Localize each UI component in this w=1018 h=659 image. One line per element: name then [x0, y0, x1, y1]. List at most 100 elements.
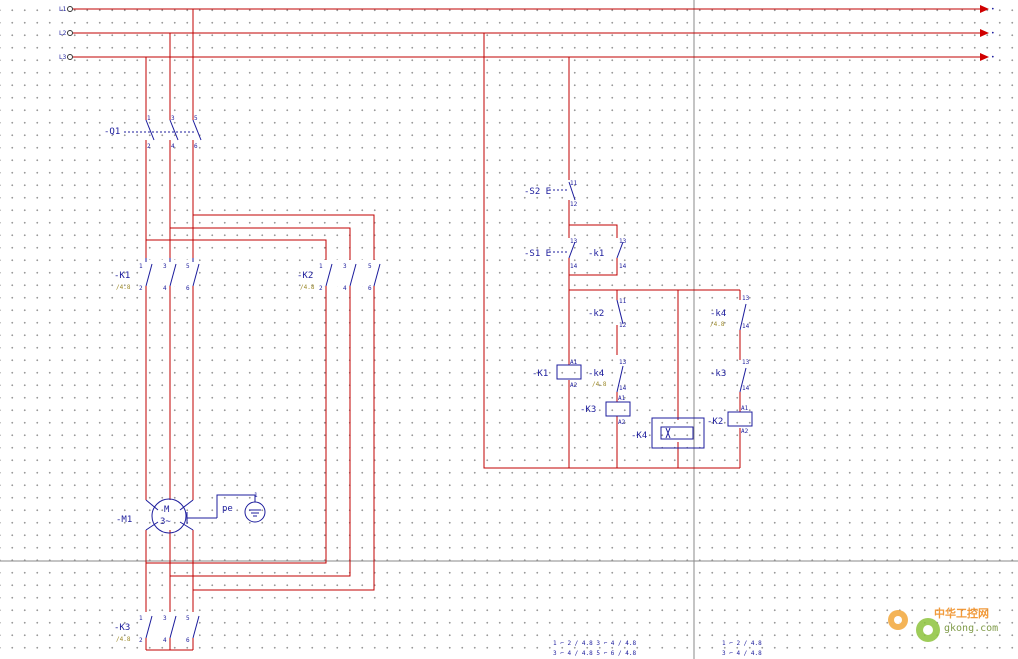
pe-ground: pe 1 — [216, 492, 266, 523]
svg-text:4: 4 — [163, 285, 167, 292]
svg-text:1 ⌐ 2 / 4.8: 1 ⌐ 2 / 4.8 — [722, 640, 762, 647]
svg-text:3: 3 — [171, 115, 175, 122]
svg-text:6: 6 — [186, 637, 190, 644]
svg-text:14: 14 — [742, 385, 750, 392]
k1-aux-contact[interactable]: -k1 13 14 — [588, 238, 627, 270]
svg-text:3: 3 — [343, 263, 347, 270]
watermark-site: gkong.com — [944, 623, 998, 634]
svg-text:3: 3 — [163, 615, 167, 622]
svg-text:A2: A2 — [741, 428, 749, 435]
svg-text:1 ⌐ 2 / 4.8 3 ⌐ 4 / 4.8: 1 ⌐ 2 / 4.8 3 ⌐ 4 / 4.8 — [553, 640, 636, 647]
svg-text:2: 2 — [147, 143, 151, 150]
svg-text:4: 4 — [343, 285, 347, 292]
svg-text:1: 1 — [139, 615, 143, 622]
k1-ref: /4.8 — [116, 284, 131, 291]
motor-m1[interactable]: -M1 M 3~ — [116, 498, 217, 534]
svg-text:•: • — [991, 6, 995, 13]
svg-text:13: 13 — [619, 359, 627, 366]
svg-text:•: • — [991, 54, 995, 61]
pe-label: pe — [222, 504, 233, 514]
rail-arrow-icon — [980, 29, 989, 37]
rail-label-l1: L1 — [59, 6, 67, 13]
svg-text:5: 5 — [368, 263, 372, 270]
s1-label: -S1 E — [524, 249, 551, 259]
k4-timer-relay[interactable]: -K4 -K2 — [631, 417, 723, 449]
svg-text:5: 5 — [186, 263, 190, 270]
k3-label: -K3 — [114, 623, 130, 633]
svg-text:13: 13 — [619, 238, 627, 245]
svg-text:13: 13 — [742, 359, 750, 366]
svg-text:3 ⌐ 4 / 4.8: 3 ⌐ 4 / 4.8 — [722, 650, 762, 657]
svg-text:11: 11 — [570, 180, 578, 187]
svg-text:1: 1 — [147, 115, 151, 122]
k4-aux-right-label: -k4 — [710, 309, 726, 319]
motor-phases: 3~ — [160, 517, 171, 527]
svg-text:2: 2 — [139, 285, 143, 292]
control-circuit-wires — [483, 33, 741, 469]
svg-text:12: 12 — [570, 201, 578, 208]
svg-text:12: 12 — [619, 322, 627, 329]
k3-aux-contact[interactable]: -k3 13 14 — [710, 359, 750, 393]
svg-text:•: • — [991, 30, 995, 37]
svg-text:14: 14 — [570, 263, 578, 270]
svg-text:3 ⌐ 4 / 4.8 5 ⌐ 6 / 4.8: 3 ⌐ 4 / 4.8 5 ⌐ 6 / 4.8 — [553, 650, 636, 657]
svg-text:13: 13 — [742, 295, 750, 302]
k2-coil-label: -K2 — [707, 417, 723, 427]
svg-text:3: 3 — [163, 263, 167, 270]
svg-text:/4.8: /4.8 — [116, 636, 131, 643]
svg-text:5: 5 — [186, 615, 190, 622]
motor-icon — [151, 498, 187, 534]
svg-text:2: 2 — [139, 637, 143, 644]
m1-label: -M1 — [116, 515, 132, 525]
bottom-cross-references: 1 ⌐ 2 / 4.8 3 ⌐ 4 / 4.8 3 ⌐ 4 / 4.8 5 ⌐ … — [553, 640, 762, 657]
ground-icon — [244, 501, 266, 523]
watermark-cn: 中华工控网 — [934, 606, 989, 620]
svg-text:1: 1 — [254, 492, 258, 499]
svg-text:A1: A1 — [741, 405, 749, 412]
svg-text:A2: A2 — [570, 382, 578, 389]
svg-text:A1: A1 — [570, 359, 578, 366]
rail-arrow-icon — [980, 5, 989, 13]
k1-coil-label: -K1 — [532, 369, 548, 379]
svg-text:4: 4 — [163, 637, 167, 644]
svg-text:1: 1 — [139, 263, 143, 270]
svg-text:6: 6 — [368, 285, 372, 292]
svg-text:6: 6 — [186, 285, 190, 292]
svg-text:2: 2 — [319, 285, 323, 292]
q1-label: -Q1 — [104, 127, 120, 137]
k3-main-contacts[interactable]: -K3 /4.8 1 3 5 2 4 6 — [114, 612, 200, 651]
k3-aux-label: -k3 — [710, 369, 726, 379]
svg-text:14: 14 — [619, 263, 627, 270]
svg-text:/4.8: /4.8 — [592, 381, 607, 388]
svg-text:4: 4 — [171, 143, 175, 150]
svg-text:/4.8: /4.8 — [710, 321, 725, 328]
svg-text:6: 6 — [194, 143, 198, 150]
rail-label-l3: L3 — [59, 54, 67, 61]
svg-text:A2: A2 — [618, 419, 626, 426]
k1-aux-label: -k1 — [588, 249, 604, 259]
motor-symbol: M — [164, 505, 170, 515]
k2-label: -K2 — [297, 271, 313, 281]
k4-coil-label: -K4 — [631, 431, 647, 441]
timer-icon — [660, 426, 694, 440]
rail-label-l2: L2 — [59, 30, 67, 37]
svg-text:/4.8: /4.8 — [300, 284, 315, 291]
power-circuit-wires — [145, 9, 375, 650]
rail-arrow-icon — [980, 53, 989, 61]
gkong-watermark-logo: 中华工控网 gkong.com — [888, 606, 998, 642]
svg-text:A1: A1 — [618, 395, 626, 402]
svg-text:14: 14 — [619, 385, 627, 392]
